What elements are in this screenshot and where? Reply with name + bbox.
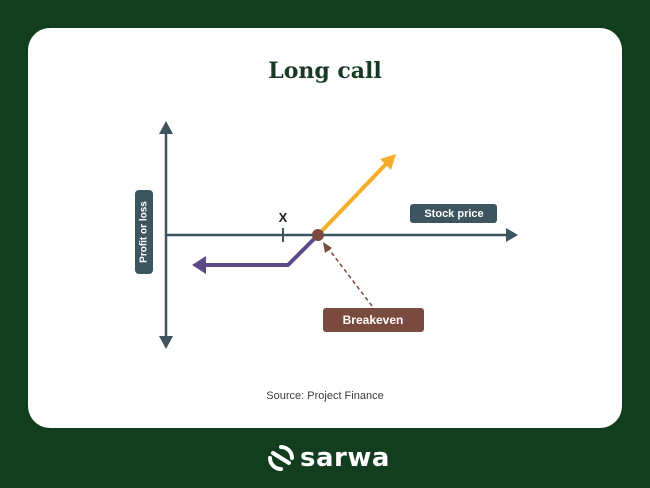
profit-line-arrow	[380, 154, 396, 170]
breakeven-pointer-arrow	[323, 242, 332, 253]
brand-name: sarwa	[300, 443, 390, 473]
strike-marker-label: X	[279, 210, 288, 225]
chart-title: Long call	[268, 58, 382, 84]
x-axis-arrow	[506, 228, 518, 242]
sarwa-logo-icon	[268, 445, 294, 471]
y-axis-arrow-down	[159, 336, 173, 349]
loss-line	[205, 233, 320, 267]
source-caption: Source: Project Finance	[266, 390, 384, 402]
brand-logo: sarwa	[268, 442, 390, 474]
loss-line-arrow	[192, 256, 206, 274]
y-axis-label-text: Profit or loss	[139, 201, 150, 263]
breakeven-label-text: Breakeven	[343, 313, 404, 327]
breakeven-label: Breakeven	[323, 308, 424, 332]
breakeven-pointer	[327, 247, 373, 307]
breakeven-point	[312, 229, 324, 241]
x-axis-label-text: Stock price	[424, 208, 483, 220]
x-axis-label: Stock price	[410, 204, 497, 223]
y-axis-arrow-up	[159, 121, 173, 134]
profit-line	[316, 162, 388, 237]
y-axis-label: Profit or loss	[135, 190, 153, 274]
